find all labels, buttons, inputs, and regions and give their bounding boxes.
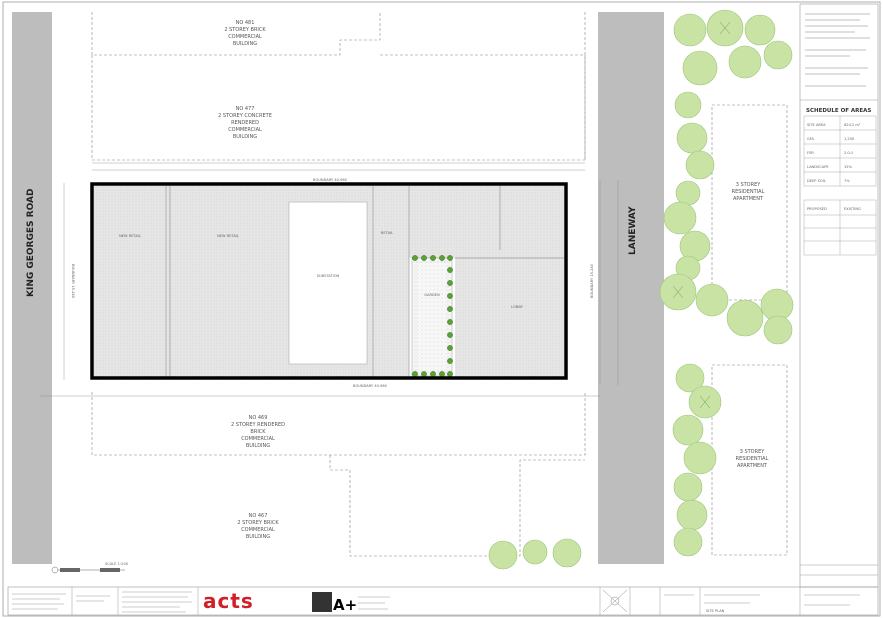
road-label-west: KING GEORGES ROAD [26,189,36,297]
svg-text:APARTMENT: APARTMENT [733,196,764,202]
neighbour-label-east-top: 3 STOREY RESIDENTIAL APARTMENT [732,182,765,202]
firm-logo: acts [203,589,254,613]
svg-text:APARTMENT: APARTMENT [737,463,768,469]
svg-text:2.0:1: 2.0:1 [844,151,853,155]
hedge-dots [412,255,453,377]
tree-markers [672,21,731,409]
drawing-title: SITE PLAN [706,609,725,613]
svg-text:COMMERCIAL: COMMERCIAL [241,436,275,442]
neighbour-label-467: NO 467 2 STOREY BRICK COMMERCIAL BUILDIN… [237,513,279,540]
internal-walls [165,186,564,378]
svg-text:NEW RETAIL: NEW RETAIL [119,234,141,238]
svg-text:RESIDENTIAL: RESIDENTIAL [736,456,769,462]
svg-text:RETAIL: RETAIL [381,231,393,235]
building-footprint [94,186,564,378]
neighbour-label-east-bottom: 3 STOREY RESIDENTIAL APARTMENT [736,449,769,469]
road-label-east: LANEWAY [628,206,638,255]
svg-text:15%: 15% [844,165,853,169]
svg-text:3 STOREY: 3 STOREY [736,182,762,188]
boundary-label-south: BOUNDARY 40.960 [353,384,388,388]
svg-text:NO 469: NO 469 [249,415,268,421]
svg-text:NO 477: NO 477 [236,106,255,112]
king-georges-road [12,12,52,564]
svg-text:LANDSCAPE: LANDSCAPE [807,165,829,169]
svg-text:LOBBY: LOBBY [511,305,523,309]
svg-text:2 STOREY BRICK: 2 STOREY BRICK [224,27,266,33]
svg-text:2 STOREY RENDERED: 2 STOREY RENDERED [231,422,285,428]
firm-logo-plus: A+ [333,596,357,614]
svg-text:624.2 m²: 624.2 m² [844,123,861,127]
svg-text:RESIDENTIAL: RESIDENTIAL [732,189,765,195]
svg-text:GARDEN: GARDEN [424,293,440,297]
neighbour-label-469: NO 469 2 STOREY RENDERED BRICK COMMERCIA… [231,415,285,449]
boundary-label-north: BOUNDARY 40.960 [313,178,348,182]
svg-text:FSR: FSR [807,151,814,155]
title-block: acts A+ SITE PLAN [7,586,879,616]
svg-text:GFA: GFA [807,137,815,141]
site-boundary [90,182,568,380]
svg-text:NO 467: NO 467 [249,513,268,519]
laneway [598,12,664,564]
garden-area [411,257,453,377]
svg-text:COMMERCIAL: COMMERCIAL [228,127,262,133]
svg-text:3 STOREY: 3 STOREY [740,449,766,455]
boundary-label-west: BOUNDARY 15.240 [71,264,75,299]
svg-text:COMMERCIAL: COMMERCIAL [228,34,262,40]
svg-text:BUILDING: BUILDING [233,41,257,47]
svg-text:BUILDING: BUILDING [246,443,270,449]
boundary-label-east: BOUNDARY 15.240 [590,263,594,298]
svg-text:BUILDING: BUILDING [246,534,270,540]
scale-bar: SCALE 1:200 [51,562,129,574]
svg-text:DEEP SOIL: DEEP SOIL [807,179,826,183]
svg-text:2 STOREY BRICK: 2 STOREY BRICK [237,520,279,526]
svg-text:NO 481: NO 481 [236,20,255,26]
svg-text:2 STOREY CONCRETE: 2 STOREY CONCRETE [218,113,272,119]
svg-text:SCALE 1:200: SCALE 1:200 [105,562,129,566]
schedule-title: SCHEDULE OF AREAS [806,108,871,114]
neighbour-label-481: NO 481 2 STOREY BRICK COMMERCIAL BUILDIN… [224,20,266,47]
svg-text:COMMERCIAL: COMMERCIAL [241,527,275,533]
neighbour-label-477: NO 477 2 STOREY CONCRETE RENDERED COMMER… [218,106,272,140]
svg-text:7%: 7% [844,179,850,183]
svg-text:SITE AREA: SITE AREA [807,123,826,127]
neighbour-outlines [91,12,788,557]
svg-text:1,250: 1,250 [844,137,855,141]
right-info-panel: SCHEDULE OF AREAS SITE AREA 624.2 m² GFA 1… [799,3,879,588]
room-labels: NEW RETAIL NEW RETAIL SUBSTATION RETAIL … [119,231,524,309]
dimension-lines [40,162,619,397]
svg-text:BRICK: BRICK [250,429,266,435]
svg-text:NEW RETAIL: NEW RETAIL [217,234,239,238]
svg-text:SUBSTATION: SUBSTATION [317,274,340,278]
svg-text:EXISTING: EXISTING [844,207,861,211]
tree-canopy [488,9,794,570]
svg-text:RENDERED: RENDERED [231,120,259,126]
svg-text:BUILDING: BUILDING [233,134,257,140]
svg-text:PROPOSED: PROPOSED [807,207,827,211]
